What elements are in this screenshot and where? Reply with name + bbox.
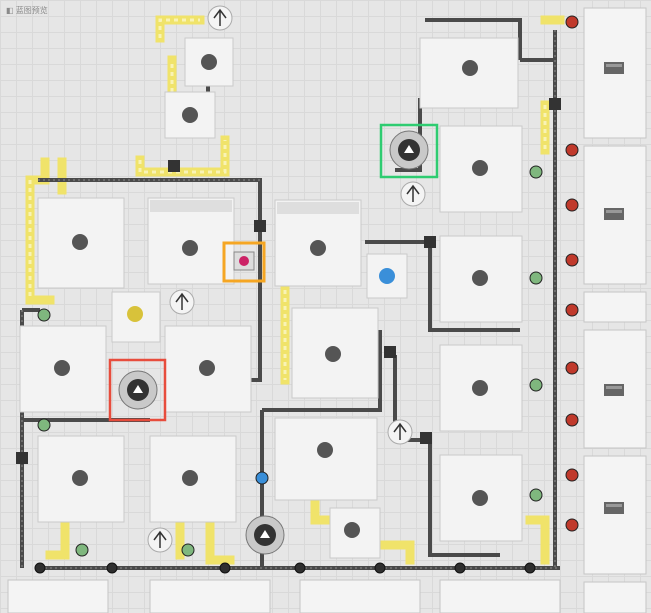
power-pylon-icon: [387, 419, 413, 445]
storage-chest-icon[interactable]: [604, 502, 624, 514]
hub-icon: [118, 370, 158, 410]
router-icon: [565, 468, 579, 482]
factory-icon: [127, 306, 143, 322]
splitter-icon: [529, 378, 543, 392]
hub-icon: [389, 130, 429, 170]
router-icon: [565, 15, 579, 29]
splitter-icon: [75, 543, 89, 557]
factory-icon: [317, 442, 333, 458]
power-pylons[interactable]: [147, 5, 426, 553]
storage-chest-icon[interactable]: [604, 62, 624, 74]
storage-row-bottom: [7, 579, 561, 613]
orange-node-icon[interactable]: [233, 251, 255, 271]
factory-icon: [472, 270, 488, 286]
factory-icon: [54, 360, 70, 376]
factory-icon: [72, 470, 88, 486]
highlight-green-hub[interactable]: [379, 123, 439, 179]
power-pylon-icon: [169, 289, 195, 315]
factory-icon: [472, 380, 488, 396]
factory-icon: [344, 522, 360, 538]
page-title: ◧ 蓝图预览: [6, 6, 48, 15]
router-icon: [565, 413, 579, 427]
power-pylon-icon: [207, 5, 233, 31]
factory-icon: [182, 470, 198, 486]
splitter-icon: [529, 165, 543, 179]
room-blocks: [19, 37, 523, 559]
router-icon: [565, 303, 579, 317]
factory-icon: [310, 240, 326, 256]
factory-icons[interactable]: [54, 54, 488, 538]
factory-icon: [182, 107, 198, 123]
factory-icon: [72, 234, 88, 250]
red-nodes[interactable]: [565, 15, 579, 532]
hubs[interactable]: [118, 130, 429, 555]
factory-icon: [201, 54, 217, 70]
factory-icon: [325, 346, 341, 362]
splitter-icon: [529, 488, 543, 502]
splitter-icon: [181, 543, 195, 557]
power-pylon-icon: [147, 527, 173, 553]
storage-column: [583, 7, 647, 613]
highlight-red-hub[interactable]: [108, 358, 167, 422]
storage-chest-icon[interactable]: [604, 384, 624, 396]
router-icon: [565, 143, 579, 157]
factory-icon: [379, 268, 395, 284]
storage-chest-icon[interactable]: [604, 208, 624, 220]
highlight-orange-node[interactable]: [222, 241, 266, 283]
factory-icon: [182, 240, 198, 256]
power-pylon-icon: [400, 181, 426, 207]
router-icon: [565, 253, 579, 267]
hub-icon: [245, 515, 285, 555]
pipe-rollers: [34, 562, 536, 574]
factory-icon: [472, 160, 488, 176]
router-icon: [565, 518, 579, 532]
factory-icon: [462, 60, 478, 76]
green-nodes[interactable]: [37, 165, 543, 557]
router-icon: [565, 198, 579, 212]
splitter-icon: [37, 308, 51, 322]
pipe-junctions[interactable]: [16, 98, 561, 464]
splitter-icon: [529, 271, 543, 285]
router-icon: [565, 361, 579, 375]
conveyor-belts: [25, 15, 565, 565]
splitter-icon: [255, 471, 269, 485]
factory-icon: [472, 490, 488, 506]
splitter-icon: [37, 418, 51, 432]
factory-icon: [199, 360, 215, 376]
